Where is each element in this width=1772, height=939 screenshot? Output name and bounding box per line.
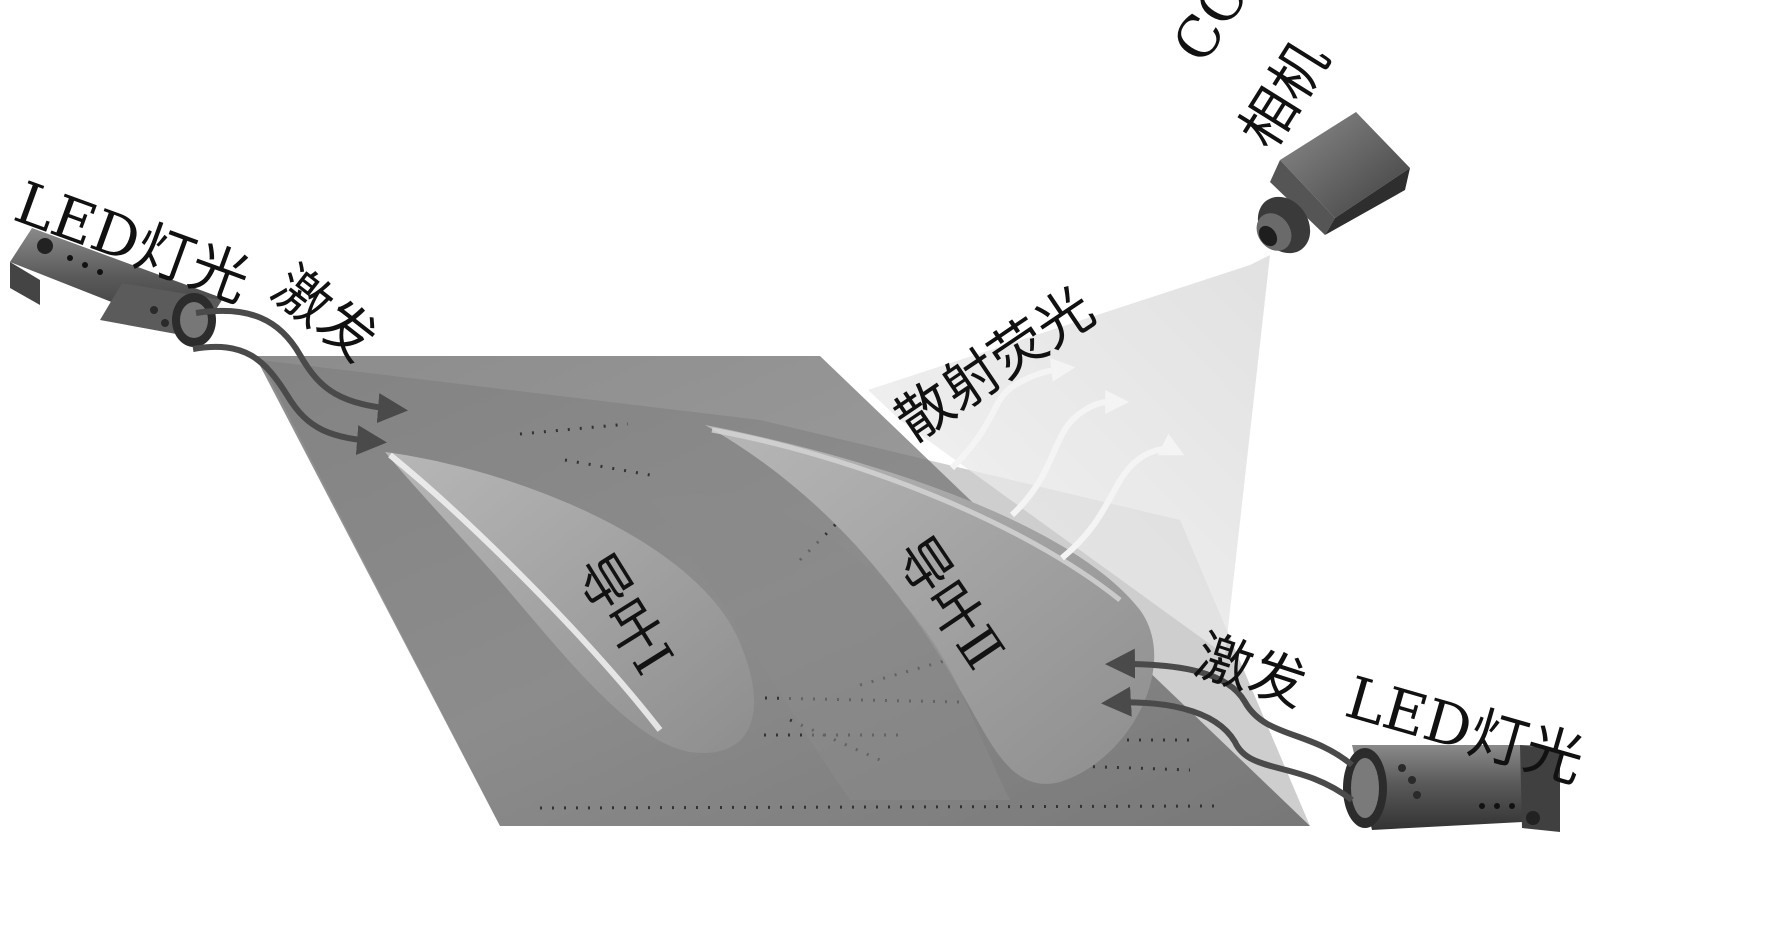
led-light-icon (1343, 745, 1560, 832)
vane-1-highlight (388, 452, 663, 732)
led-light-icon (10, 228, 222, 347)
excitation-arrow-icon (192, 307, 1354, 803)
vane-2-highlight (711, 427, 1122, 602)
vane-1 (385, 452, 755, 753)
fluorescence-beam (868, 255, 1270, 655)
ccd-camera-icon (1256, 112, 1410, 254)
vane-2 (705, 425, 1155, 784)
vane-2-shadow (650, 494, 1010, 800)
fluorescence-wave-icon (949, 357, 1185, 561)
